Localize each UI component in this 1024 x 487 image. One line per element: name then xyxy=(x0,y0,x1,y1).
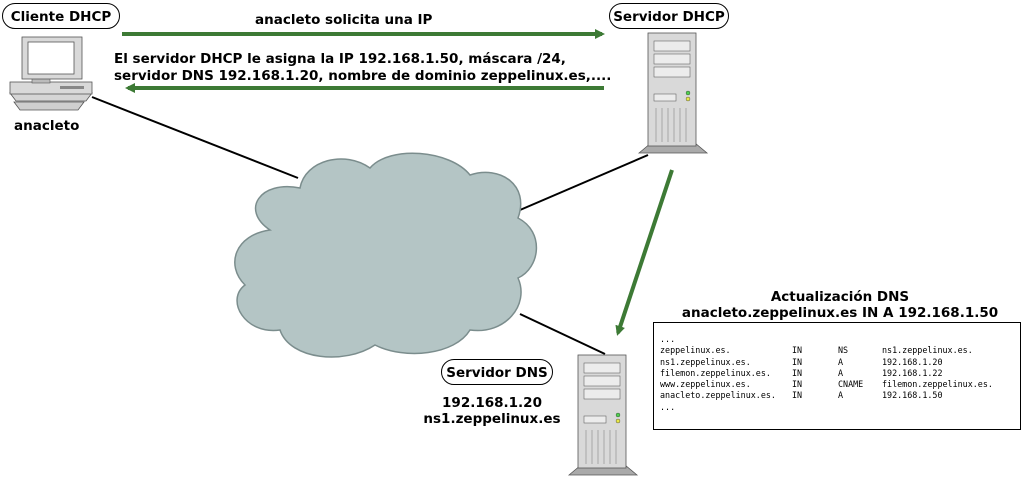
record-value: ns1.zeppelinux.es. xyxy=(882,345,973,356)
client-hostname: anacleto xyxy=(14,118,80,134)
record-class: IN xyxy=(792,390,803,401)
table-row: ns1.zeppelinux.es. IN A 192.168.1.20 xyxy=(660,357,1020,368)
record-value: 192.168.1.22 xyxy=(882,367,943,378)
dns-server-ip: 192.168.1.20 xyxy=(442,395,542,411)
record-name: ... xyxy=(660,401,676,412)
dns-zone-table: ... zeppelinux.es. IN NS ns1.zeppelinux.… xyxy=(653,322,1021,430)
record-name: ns1.zeppelinux.es. xyxy=(660,356,751,367)
dns-update-title: Actualización DNS xyxy=(770,289,910,305)
record-type: A xyxy=(838,356,844,367)
link-dhcp-cloud xyxy=(519,154,649,211)
record-type: CNAME xyxy=(838,379,864,390)
dhcp-server-title: Servidor DHCP xyxy=(609,3,729,29)
workstation-icon xyxy=(9,36,93,111)
record-name: anacleto.zeppelinux.es. xyxy=(660,390,776,401)
dns-update-record: anacleto.zeppelinux.es IN A 192.168.1.50 xyxy=(681,305,999,321)
record-name: filemon.zeppelinux.es. xyxy=(660,367,771,378)
dns-server-title: Servidor DNS xyxy=(441,359,553,385)
link-client-cloud xyxy=(91,96,299,179)
table-row: filemon.zeppelinux.es. IN A 192.168.1.22 xyxy=(660,368,1020,379)
link-dns-cloud xyxy=(519,313,606,355)
record-value: 192.168.1.20 xyxy=(882,356,943,367)
record-class: IN xyxy=(792,379,803,390)
table-row: www.zeppelinux.es. IN CNAME filemon.zepp… xyxy=(660,379,1020,390)
request-message: anacleto solicita una IP xyxy=(255,12,433,28)
dns-server-icon xyxy=(567,354,639,476)
record-type: NS xyxy=(838,345,849,356)
record-class: IN xyxy=(792,345,803,356)
table-row: ... xyxy=(660,334,1020,345)
dns-update-arrow xyxy=(615,169,674,336)
table-row: anacleto.zeppelinux.es. IN A 192.168.1.5… xyxy=(660,390,1020,401)
record-class: IN xyxy=(792,367,803,378)
dhcp-client-title: Cliente DHCP xyxy=(2,3,120,29)
record-type: A xyxy=(838,390,844,401)
record-class: IN xyxy=(792,356,803,367)
table-row: zeppelinux.es. IN NS ns1.zeppelinux.es. xyxy=(660,345,1020,356)
network-cloud xyxy=(234,152,538,358)
record-value: 192.168.1.50 xyxy=(882,390,943,401)
dhcp-server-icon xyxy=(637,32,709,154)
record-name: ... xyxy=(660,334,676,344)
reply-message-line1: El servidor DHCP le asigna la IP 192.168… xyxy=(114,51,566,67)
record-name: zeppelinux.es. xyxy=(660,345,731,356)
record-name: www.zeppelinux.es. xyxy=(660,379,751,390)
dns-server-fqdn: ns1.zeppelinux.es xyxy=(423,411,561,427)
reply-message-line2: servidor DNS 192.168.1.20, nombre de dom… xyxy=(114,68,612,84)
table-row: ... xyxy=(660,402,1020,413)
record-value: filemon.zeppelinux.es. xyxy=(882,379,993,390)
record-type: A xyxy=(838,367,844,378)
